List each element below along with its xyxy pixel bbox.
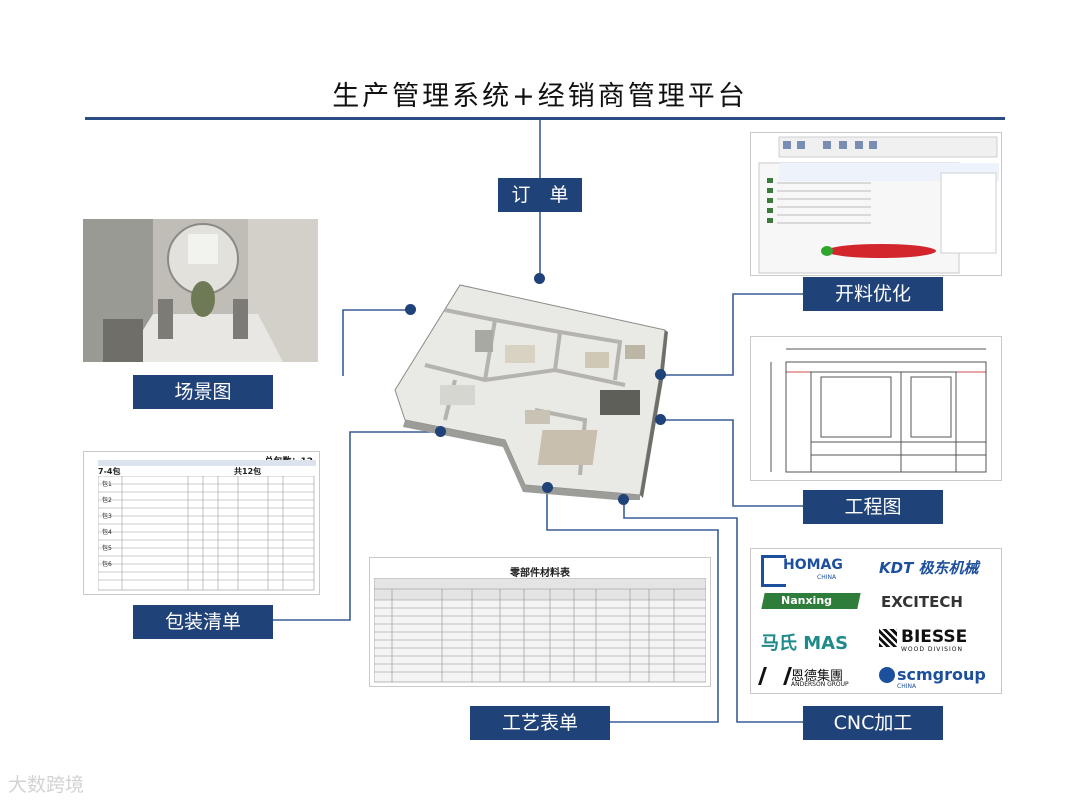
homag-icon	[761, 555, 786, 587]
cnc-connector	[623, 500, 803, 723]
cutting-software-screenshot	[750, 132, 1002, 276]
cnc-label: CNC加工	[803, 706, 943, 740]
list-item: 包4	[102, 529, 112, 536]
process-sheet-grid	[374, 578, 706, 683]
packing-grid	[98, 476, 315, 591]
scene-connector	[342, 309, 411, 376]
brand-nanxing: Nanxing	[781, 594, 833, 607]
brand-biesse: BIESSE	[901, 627, 968, 647]
brand-scm: scmgroup	[897, 665, 986, 684]
process-dot	[542, 482, 553, 493]
process-connector	[546, 487, 719, 723]
process-sheet-table: 零部件材料表	[369, 557, 711, 687]
page-title: 生产管理系统+经销商管理平台	[332, 81, 748, 112]
anderson-icon	[758, 667, 792, 685]
brand-anderson: 恩德集團	[791, 669, 844, 684]
list-item: 包2	[102, 497, 112, 504]
packing-list-table: 总包数：12 7-4包 共12包 包1 包2 包3 包4 包5 包6	[83, 451, 320, 595]
process-label: 工艺表单	[470, 706, 610, 740]
engineering-dot	[655, 414, 666, 425]
packing-label: 包装清单	[133, 605, 273, 639]
order-label: 订 单	[498, 178, 582, 212]
brand-homag-sub: CHINA	[817, 574, 837, 581]
floorplan-3d	[394, 284, 668, 500]
cutting-connector	[661, 293, 803, 376]
title-divider	[85, 117, 1005, 120]
brand-homag: HOMAG	[783, 557, 843, 573]
brand-kdt: KDT 极东机械	[879, 559, 979, 577]
brand-mas: 马氏 MAS	[761, 633, 849, 654]
cutting-dot	[655, 369, 666, 380]
cnc-dot	[618, 494, 629, 505]
list-item: 包5	[102, 545, 112, 552]
engineering-drawing	[750, 336, 1002, 481]
brand-anderson-sub: ANDERSON GROUP	[791, 681, 849, 688]
scene-label: 场景图	[133, 375, 273, 409]
scene-dot	[405, 304, 416, 315]
list-item: 包3	[102, 513, 112, 520]
engineering-label: 工程图	[803, 490, 943, 524]
cnc-brand-logos: HOMAG CHINA KDT 极东机械 Nanxing EXCITECH 马氏…	[750, 548, 1002, 694]
packing-rows: 包1 包2 包3 包4 包5 包6	[102, 477, 112, 573]
process-sheet-title: 零部件材料表	[510, 568, 570, 579]
list-item: 包1	[102, 481, 112, 488]
list-item: 包6	[102, 561, 112, 568]
packing-header-row	[98, 460, 316, 466]
scene-image	[83, 219, 318, 362]
biesse-icon	[879, 629, 897, 647]
brand-excitech: EXCITECH	[881, 593, 963, 611]
packing-connector	[272, 431, 440, 621]
scm-icon	[879, 667, 895, 683]
packing-group-total: 共12包	[234, 467, 262, 476]
brand-biesse-sub: WOOD DIVISION	[901, 646, 963, 653]
packing-dot	[435, 426, 446, 437]
cutting-label: 开料优化	[803, 277, 943, 311]
order-dot	[534, 273, 545, 284]
engineering-connector	[661, 419, 803, 507]
packing-group: 7-4包	[98, 467, 121, 476]
brand-scm-sub: CHINA	[897, 683, 917, 690]
watermark: 大数跨境	[8, 774, 85, 796]
